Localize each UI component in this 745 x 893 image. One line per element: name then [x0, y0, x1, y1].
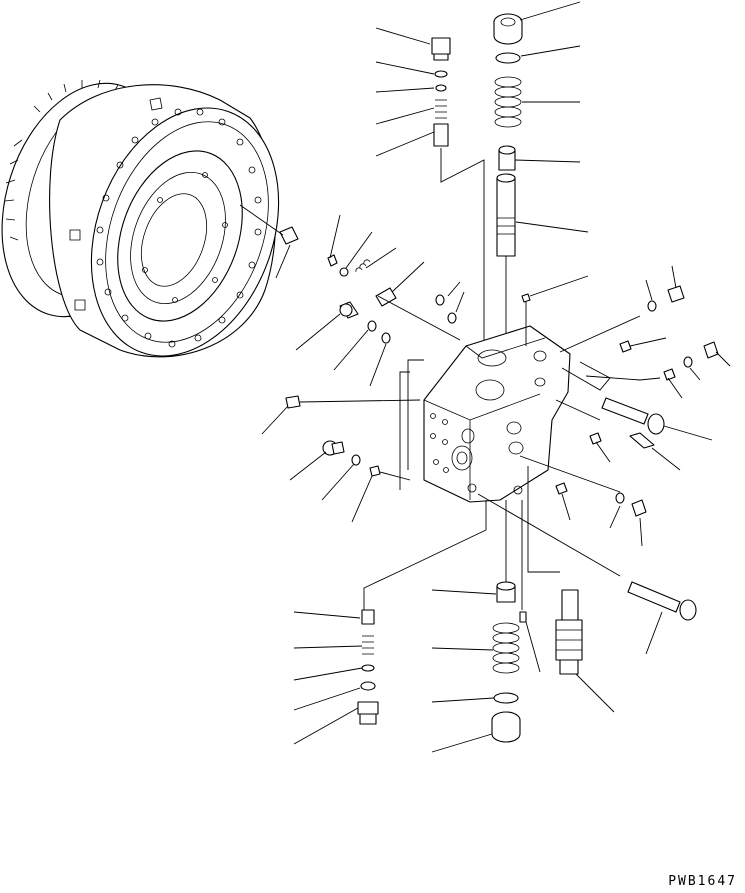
drawing-code: PWB1647: [668, 874, 737, 889]
right-side-fittings: [522, 266, 730, 470]
relief-valve-cartridge: [528, 466, 614, 712]
lower-right-valve-stack: [432, 500, 540, 752]
upper-left-valve-stack: [376, 28, 484, 345]
long-mounting-bolt: [478, 494, 696, 654]
final-drive-housing: [0, 62, 311, 383]
lower-left-valve-stack: [294, 500, 486, 744]
upper-small-parts: [296, 215, 464, 386]
valve-body: [424, 326, 570, 502]
left-side-fittings: [262, 360, 424, 522]
lower-right-fittings: [520, 433, 646, 546]
upper-right-valve-stack: [494, 2, 588, 340]
